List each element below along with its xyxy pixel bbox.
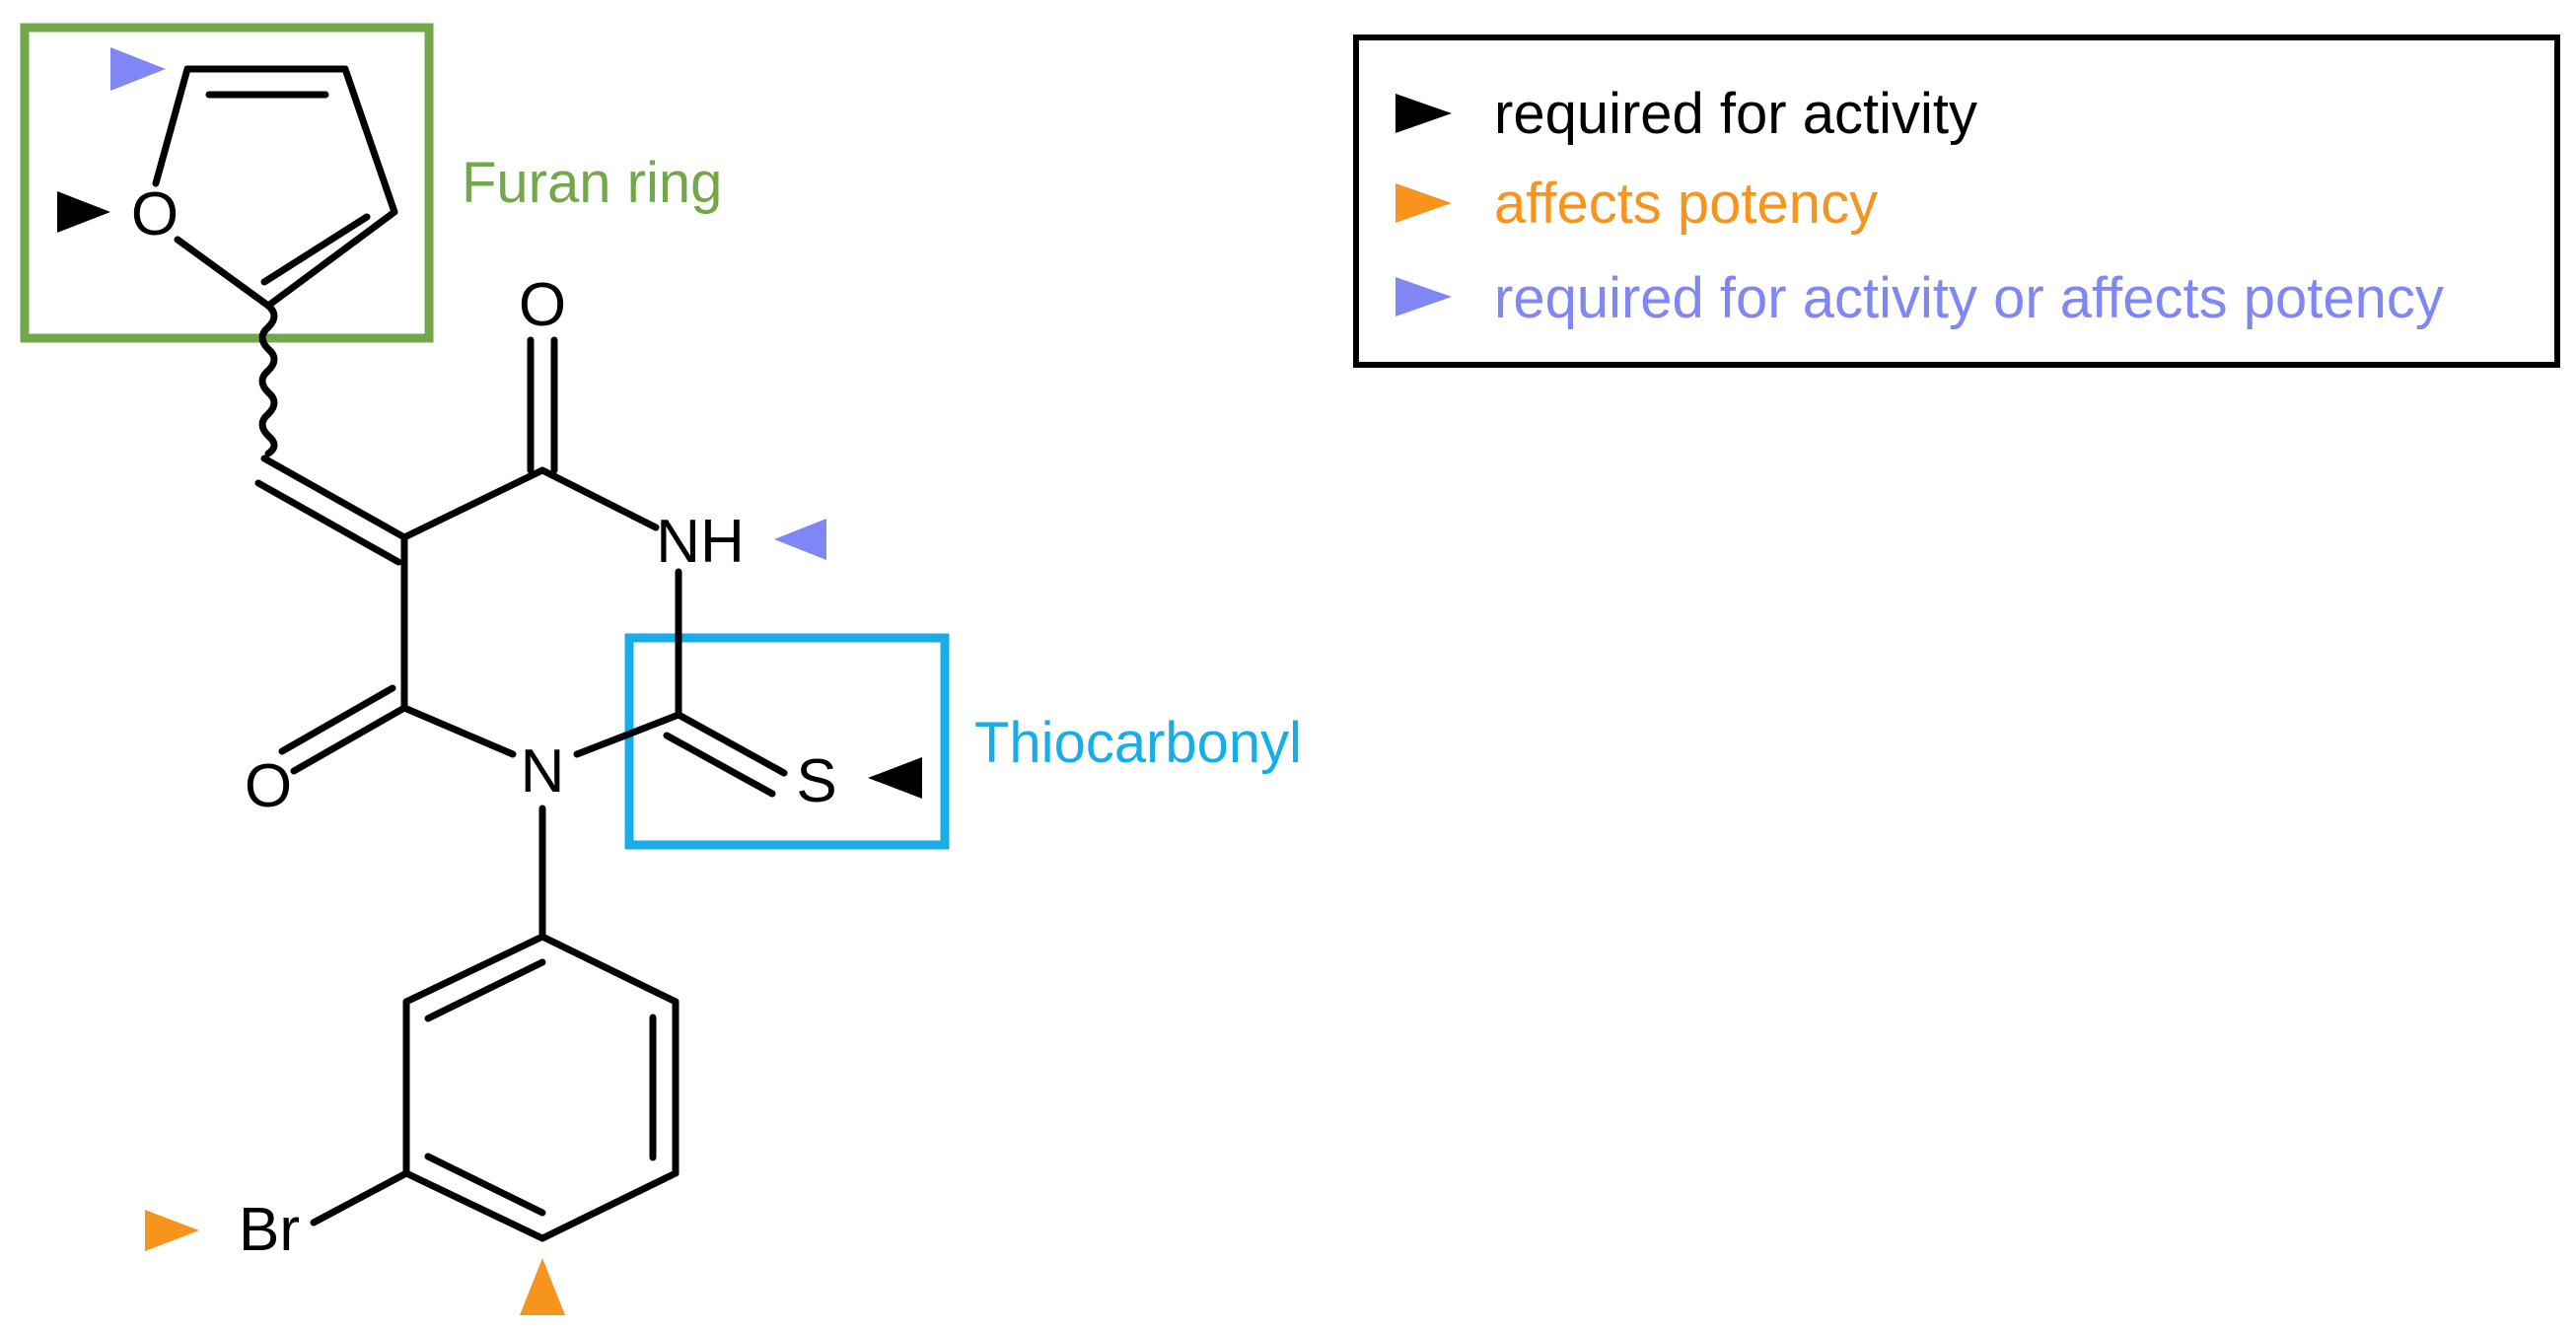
marker-nh-icon (774, 519, 826, 560)
bond-c5-c4 (400, 466, 546, 541)
markers (57, 47, 922, 1315)
atom-carbonyl-oxygen-left: O (245, 752, 292, 820)
bond-c-br (310, 1169, 410, 1226)
marker-furan-top-icon (110, 47, 166, 91)
bond-c6-o-2 (278, 684, 396, 755)
bond-ar-1 (538, 933, 680, 1006)
legend-required-label: required for activity (1494, 82, 1977, 146)
legend-frame (1353, 35, 2560, 368)
thiocarbonyl-label: Thiocarbonyl (974, 711, 1302, 775)
bond-furan-c4-c5-inner (260, 213, 371, 286)
bond-ar-4-inner (424, 1153, 546, 1217)
marker-aryl-ring-icon (520, 1258, 565, 1315)
atom-carbonyl-oxygen-top: O (519, 271, 566, 339)
bond-wavy (258, 302, 278, 457)
bond-c6-o-1 (290, 704, 408, 775)
thiocarbonyl-box (624, 633, 950, 850)
bond-c4-nh (538, 466, 660, 531)
marker-sulfur-icon (868, 757, 922, 799)
atom-nh: NH (656, 508, 745, 576)
bond-n-c6 (400, 704, 517, 758)
bond-c2-s-2 (663, 732, 776, 798)
bond-furan-c4-c5 (264, 208, 398, 310)
bond-ar-6-inner (424, 958, 546, 1022)
bond-c2-n (573, 711, 682, 758)
atom-nitrogen: N (521, 737, 565, 806)
bond-exo-2 (254, 479, 402, 566)
legend-either-label: required for activity or affects potency (1494, 266, 2444, 330)
bonds (152, 65, 788, 1242)
bond-ar-3 (538, 1169, 680, 1242)
marker-furan-oxygen-icon (57, 191, 110, 233)
marker-bromine-icon (145, 1210, 199, 1251)
atom-sulfur: S (796, 747, 836, 815)
bond-ar-4 (402, 1169, 546, 1242)
bond-c2-s-1 (675, 711, 788, 777)
legend-either-icon (1395, 277, 1452, 316)
bond-furan-c5-o (174, 236, 272, 310)
bond-furan-c3-c4 (341, 65, 398, 216)
furan-ring-label: Furan ring (462, 151, 722, 215)
bond-ar-6 (402, 933, 546, 1006)
legend-required-icon (1395, 94, 1452, 133)
atom-labels: O O NH N O S Br (131, 180, 837, 1264)
legend-potency-label: affects potency (1494, 172, 1878, 236)
bond-furan-o-c2 (152, 65, 191, 187)
furan-ring-box (20, 23, 434, 343)
atom-bromine: Br (239, 1196, 300, 1264)
bond-exo-1 (260, 455, 408, 541)
atom-furan-oxygen: O (131, 180, 179, 248)
legend-potency-icon (1395, 183, 1452, 223)
legend: required for activity affects potency re… (1353, 35, 2560, 368)
